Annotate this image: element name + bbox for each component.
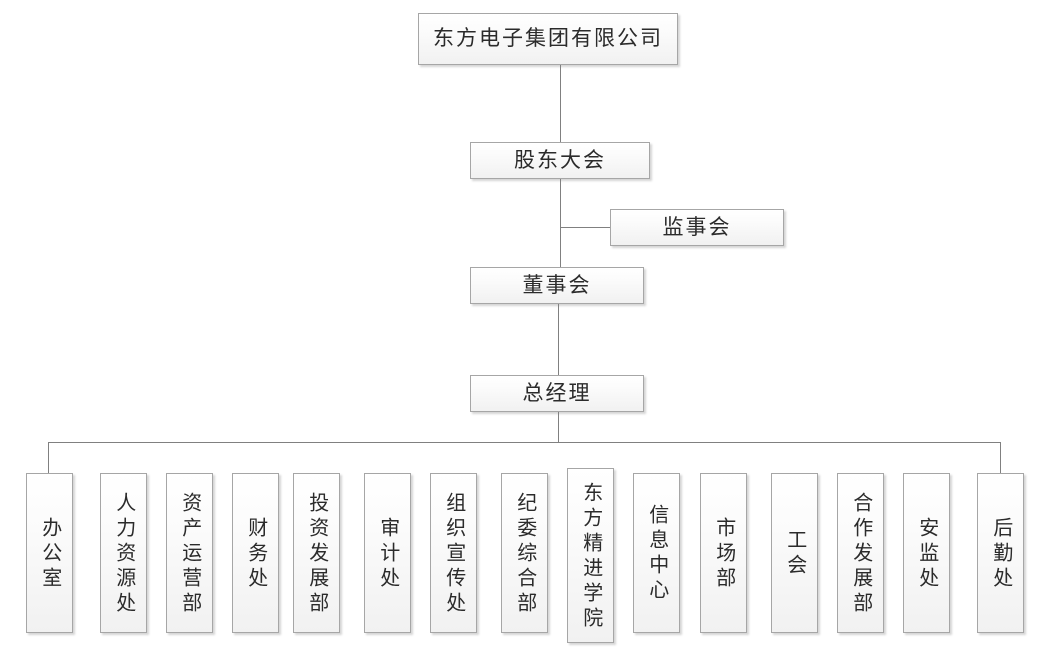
department-box-7[interactable]: 组织宣传处 <box>430 473 477 633</box>
department-label: 人力资源处 <box>112 491 135 617</box>
connector-bus-to-last-department <box>1000 442 1001 473</box>
department-box-15[interactable]: 后勤处 <box>977 473 1024 633</box>
department-box-9[interactable]: 东方精进学院 <box>567 468 614 643</box>
node-general-manager[interactable]: 总经理 <box>470 375 644 412</box>
department-label: 财务处 <box>244 516 267 592</box>
node-shareholders-meeting[interactable]: 股东大会 <box>470 142 650 179</box>
department-box-1[interactable]: 办公室 <box>26 473 73 633</box>
connector-general-manager-to-bus <box>558 412 559 442</box>
department-label: 资产运营部 <box>178 491 201 617</box>
department-label: 合作发展部 <box>849 491 872 617</box>
department-label: 办公室 <box>38 516 61 592</box>
department-label: 审计处 <box>376 516 399 592</box>
node-label: 股东大会 <box>514 147 606 172</box>
department-box-13[interactable]: 合作发展部 <box>837 473 884 633</box>
connector-trunk-to-supervisory <box>560 227 611 228</box>
department-box-5[interactable]: 投资发展部 <box>293 473 340 633</box>
department-box-12[interactable]: 工会 <box>771 473 818 633</box>
department-box-6[interactable]: 审计处 <box>364 473 411 633</box>
connector-shareholders-to-board <box>560 179 561 267</box>
department-label: 东方精进学院 <box>579 481 602 632</box>
department-label: 市场部 <box>712 516 735 592</box>
department-box-2[interactable]: 人力资源处 <box>100 473 147 633</box>
department-label: 后勤处 <box>989 516 1012 592</box>
node-label: 总经理 <box>522 380 592 405</box>
connector-root-to-shareholders <box>560 65 561 142</box>
department-box-10[interactable]: 信息中心 <box>633 473 680 633</box>
connector-department-bus <box>48 442 1001 443</box>
node-label: 监事会 <box>662 214 732 239</box>
department-label: 安监处 <box>915 516 938 592</box>
connector-board-to-general-manager <box>558 304 559 375</box>
node-board-of-directors[interactable]: 董事会 <box>470 267 644 304</box>
node-label: 东方电子集团有限公司 <box>433 26 663 51</box>
department-box-8[interactable]: 纪委综合部 <box>501 473 548 633</box>
department-box-14[interactable]: 安监处 <box>903 473 950 633</box>
node-label: 董事会 <box>522 272 592 297</box>
department-label: 组织宣传处 <box>442 491 465 617</box>
node-supervisory-board[interactable]: 监事会 <box>610 209 784 246</box>
department-box-3[interactable]: 资产运营部 <box>166 473 213 633</box>
department-box-4[interactable]: 财务处 <box>232 473 279 633</box>
department-label: 信息中心 <box>645 504 668 604</box>
department-label: 投资发展部 <box>305 491 328 617</box>
department-label: 工会 <box>783 529 806 579</box>
department-box-11[interactable]: 市场部 <box>700 473 747 633</box>
node-company-root[interactable]: 东方电子集团有限公司 <box>418 13 678 65</box>
department-label: 纪委综合部 <box>513 491 536 617</box>
connector-bus-to-first-department <box>48 442 49 473</box>
